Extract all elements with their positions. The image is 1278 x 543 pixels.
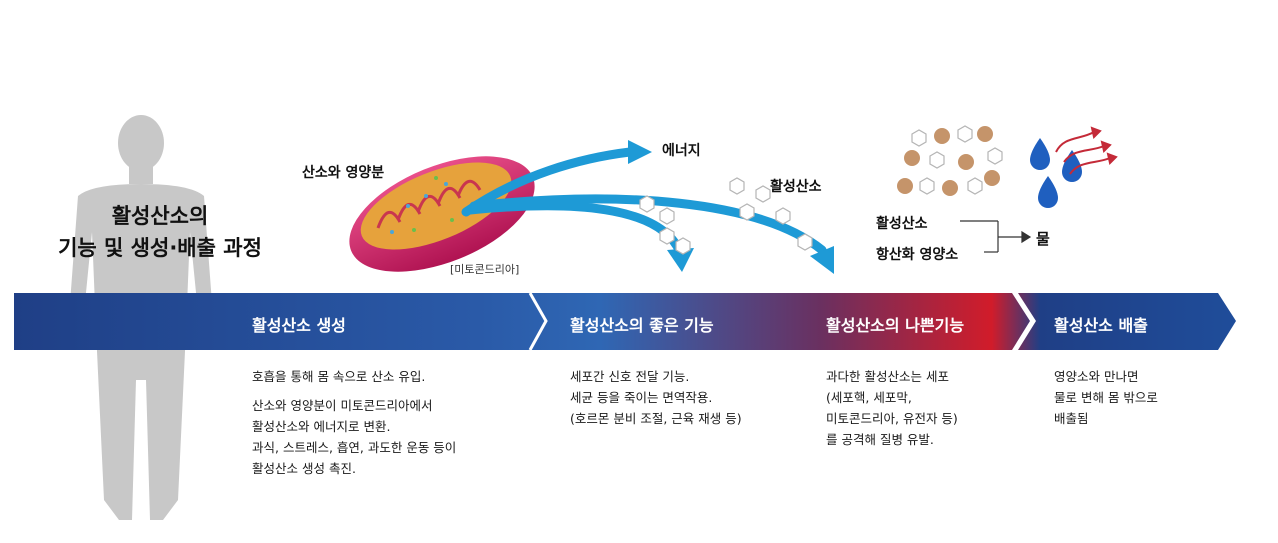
mitochondria-label: [미토콘드리아] <box>450 263 520 276</box>
process-banner <box>14 292 1236 351</box>
main-title: 활성산소의 기능 및 생성·배출 과정 <box>30 200 290 264</box>
stage4-desc-line1: 영양소와 만나면 <box>1054 369 1139 384</box>
stage4-desc-line3: 배출됨 <box>1054 411 1089 426</box>
antioxidant-particle-icon <box>897 125 1003 196</box>
energy-arrow <box>461 147 635 217</box>
combine-ros-label: 활성산소 <box>876 216 928 232</box>
stage4-desc-line2: 물로 변해 몸 밖으로 <box>1054 390 1158 405</box>
stage-label-bad-function: 활성산소의 나쁜기능 <box>826 316 965 335</box>
stage2-description: 세포간 신호 전달 기능. 세균 등을 죽이는 면역작용. (호르몬 분비 조절… <box>570 366 810 429</box>
input-label: 산소와 영양분 <box>302 165 385 181</box>
stage3-desc-line3: 미토콘드리아, 유전자 등) <box>826 411 958 426</box>
energy-label: 에너지 <box>662 143 701 159</box>
stage-label-generation: 활성산소 생성 <box>252 316 346 335</box>
human-silhouette-icon <box>68 115 214 520</box>
stage3-desc-line1: 과다한 활성산소는 세포 <box>826 369 949 384</box>
good-function-arrowhead <box>667 248 694 272</box>
vapor-arrows-icon <box>1055 126 1118 175</box>
combine-antioxidant-label: 항산화 영양소 <box>876 247 959 263</box>
energy-arrowhead <box>628 140 652 164</box>
water-label: 물 <box>1036 230 1050 248</box>
stage2-desc-line2: 세균 등을 죽이는 면역작용. <box>570 390 713 405</box>
bad-function-arrowhead <box>810 246 834 274</box>
stage1-desc-line3: 과식, 스트레스, 흡연, 과도한 운동 등이 <box>252 440 457 455</box>
combine-bracket <box>960 220 1032 253</box>
stage2-desc-line3: (호르몬 분비 조절, 근육 재생 등) <box>570 411 742 426</box>
stage3-desc-line4: 를 공격해 질병 유발. <box>826 432 934 447</box>
stage1-desc-p1: 호흡을 통해 몸 속으로 산소 유입. <box>252 369 426 384</box>
stage1-desc-line1: 산소와 영양분이 미토콘드리아에서 <box>252 398 433 413</box>
ros-label: 활성산소 <box>770 179 822 195</box>
stage1-desc-line4: 활성산소 생성 촉진. <box>252 461 356 476</box>
stage-label-excretion: 활성산소 배출 <box>1054 316 1148 335</box>
mitochondria-icon <box>349 156 535 272</box>
stage-label-good-function: 활성산소의 좋은 기능 <box>570 316 714 335</box>
main-title-line2: 기능 및 생성·배출 과정 <box>58 236 262 260</box>
stage4-description: 영양소와 만나면 물로 변해 몸 밖으로 배출됨 <box>1054 366 1234 429</box>
stage2-desc-line1: 세포간 신호 전달 기능. <box>570 369 690 384</box>
stage3-desc-line2: (세포핵, 세포막, <box>826 390 912 405</box>
stage1-description: 호흡을 통해 몸 속으로 산소 유입. 산소와 영양분이 미토콘드리아에서 활성… <box>252 366 542 479</box>
hexagon-molecule-icon <box>639 177 813 255</box>
bad-function-arrow <box>469 194 827 255</box>
water-drop-icon <box>1030 138 1082 208</box>
main-title-line1: 활성산소의 <box>111 204 209 228</box>
stage3-description: 과다한 활성산소는 세포 (세포핵, 세포막, 미토콘드리아, 유전자 등) 를… <box>826 366 1026 450</box>
stage1-desc-line2: 활성산소와 에너지로 변환. <box>252 419 391 434</box>
